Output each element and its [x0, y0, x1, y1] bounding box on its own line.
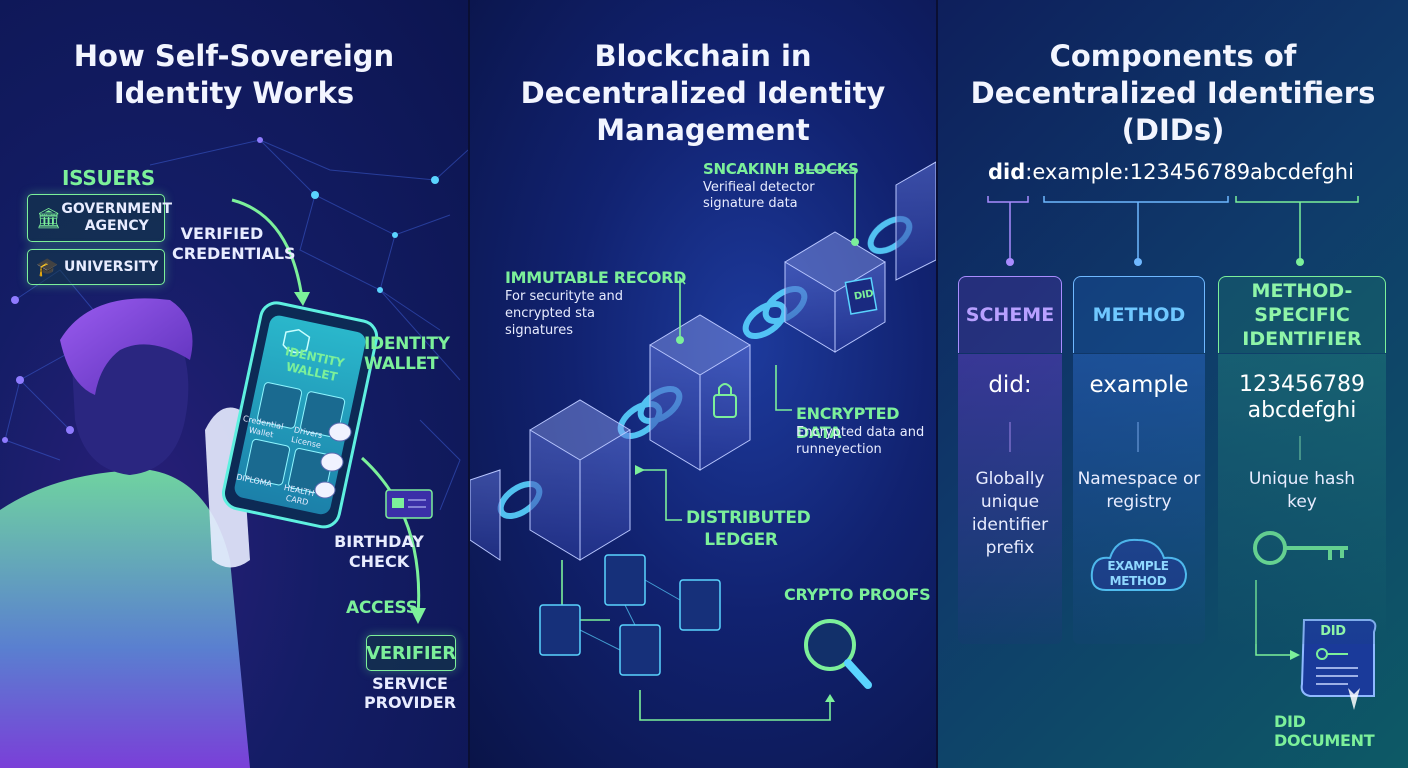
- msi-value: 123456789 abcdefghi: [1239, 372, 1365, 423]
- scheme-card: [958, 354, 1062, 644]
- ssi-panel: How Self-Sovereign Identity Works ISSUER…: [0, 0, 468, 768]
- block-cube-1: [529, 399, 631, 561]
- method-card: [1073, 354, 1205, 644]
- government-building-icon: 🏛: [36, 207, 62, 230]
- method-card-header: METHOD: [1073, 276, 1205, 353]
- method-description: Namespace or registry: [1077, 469, 1201, 512]
- crypto-proofs-title: CRYPTO PROOFS: [784, 585, 931, 604]
- person-body: [0, 470, 250, 768]
- did-document-label: DID DOCUMENT: [1274, 712, 1375, 750]
- scheme-value: did:: [988, 372, 1032, 398]
- block-cube-2: [649, 314, 751, 471]
- snackinh-blocks-title: SNCAKINH BLOCKS: [703, 160, 859, 178]
- did-string-rest: :example:123456789abcdefghi: [1025, 160, 1354, 184]
- immutable-record-desc: For securityte and encrypted sta signatu…: [505, 289, 624, 338]
- block-cube-3: [784, 231, 886, 353]
- dids-panel: Components of Decentralized Identifiers …: [938, 0, 1408, 768]
- ssi-title: How Self-Sovereign Identity Works: [73, 39, 395, 110]
- verifier-label: VERIFIER: [366, 642, 456, 664]
- encrypted-data-title: ENCRYPTED DATA: [796, 404, 900, 442]
- blockchain-panel: Blockchain in Decentralized Identity Man…: [470, 0, 936, 768]
- issuer-government-box: 🏛 GOVERNMENT AGENCY: [27, 194, 172, 242]
- network-background: [0, 137, 468, 768]
- issuer-university-box: 🎓 UNIVERSITY: [27, 249, 165, 285]
- snackinh-blocks-desc: Verifieal detector signature data: [703, 180, 815, 211]
- service-provider-label: SERVICE PROVIDER: [363, 674, 457, 712]
- distributed-ledger-title: DISTRIBUTED LEDGER: [686, 508, 811, 550]
- panel-divider-1: [468, 0, 470, 768]
- scheme-description: Globally unique identifier prefix: [971, 469, 1049, 558]
- dids-title: Components of Decentralized Identifiers …: [970, 39, 1376, 147]
- msi-card-header: METHOD-SPECIFIC IDENTIFIER: [1218, 276, 1386, 353]
- birthday-check-label: BIRTHDAY CHECK: [334, 532, 424, 571]
- encrypted-data-desc: Encrypted data and runneyection: [796, 425, 925, 457]
- cloud-label: EXAMPLE METHOD: [1107, 559, 1169, 588]
- msi-card: [1218, 354, 1386, 644]
- blockchain-title: Blockchain in Decentralized Identity Man…: [520, 39, 886, 147]
- msi-description: Unique hash key: [1248, 469, 1356, 512]
- verifier-box: VERIFIER: [366, 635, 456, 671]
- method-value: example: [1089, 372, 1189, 398]
- did-doc-icon-label: DID: [1320, 624, 1346, 639]
- block-cube-4: [895, 161, 936, 281]
- issuer-university-label: UNIVERSITY: [63, 259, 159, 275]
- scheme-card-header: SCHEME: [958, 276, 1062, 353]
- issuers-label: ISSUERS: [62, 166, 155, 190]
- verified-credentials-label: VERIFIED CREDENTIALS: [172, 224, 296, 263]
- graduation-cap-icon: 🎓: [36, 256, 59, 277]
- magnifier-icon: [804, 619, 872, 689]
- immutable-record-title: IMMUTABLE RECORD: [505, 268, 687, 287]
- person-hair: [60, 298, 193, 395]
- did-string-prefix: did: [988, 160, 1026, 184]
- issuer-government-label: GOVERNMENT AGENCY: [61, 201, 173, 234]
- did-string: did:example:123456789abcdefghi: [988, 160, 1354, 184]
- identity-wallet-label: IDENTITY WALLET: [364, 334, 450, 374]
- panel-divider-2: [936, 0, 938, 768]
- blockchain-illustration: [470, 161, 936, 721]
- access-label: ACCESS: [346, 598, 418, 618]
